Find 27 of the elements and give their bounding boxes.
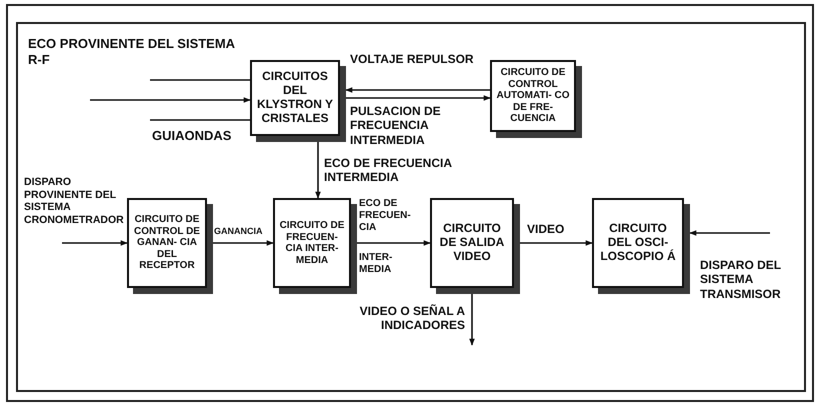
edge-label: ECO DE FRECUENCIA INTERMEDIA [324,156,453,185]
arrow [213,240,274,246]
arrow [90,97,251,103]
edge-label: VIDEO [527,222,566,236]
signal-label: DISPARO PROVINENTE DEL SISTEMA CRONOMETRADOR [24,176,124,226]
block-label: CIRCUITO DE CONTROL AUTOMATI- CO DE FRE- CUENCIA [496,66,570,126]
signal-label: ECO PROVINENTE DEL SISTEMA R-F [28,36,236,68]
arrow [689,230,770,236]
edge-label: ECO DE FRECUEN- CIA [359,198,412,234]
arrow [345,87,490,93]
block-label: CIRCUITOS DEL KLYSTRON Y CRISTALES [256,68,334,127]
signal-label: INTER- MEDIA [359,252,394,276]
edge-label: VIDEO O SEÑAL A INDICADORES [358,304,465,333]
arrow [469,294,475,346]
block-label: CIRCUITO DEL OSCI- LOSCOPIO Á [599,220,677,265]
arrow [520,240,593,246]
arrow [62,240,128,246]
edge-label: PULSACION DE FRECUENCIA INTERMEDIA [350,104,442,148]
block-label: CIRCUITO DE CONTROL DE GANAN- CIA DEL RECEPTOR [133,213,201,274]
signal-label: DISPARO DEL SISTEMA TRANSMISOR [700,258,782,302]
arrow [315,142,321,199]
edge-label: GANANCIA [214,226,264,237]
block-label: CIRCUITO DE SALIDA VIDEO [438,220,506,265]
block-label: CIRCUITO DE FRECUEN- CIA INTER- MEDIA [278,219,346,268]
arrow [357,240,431,246]
signal-label: GUIAONDAS [152,128,232,144]
edge-label: VOLTAJE REPULSOR [350,52,475,66]
